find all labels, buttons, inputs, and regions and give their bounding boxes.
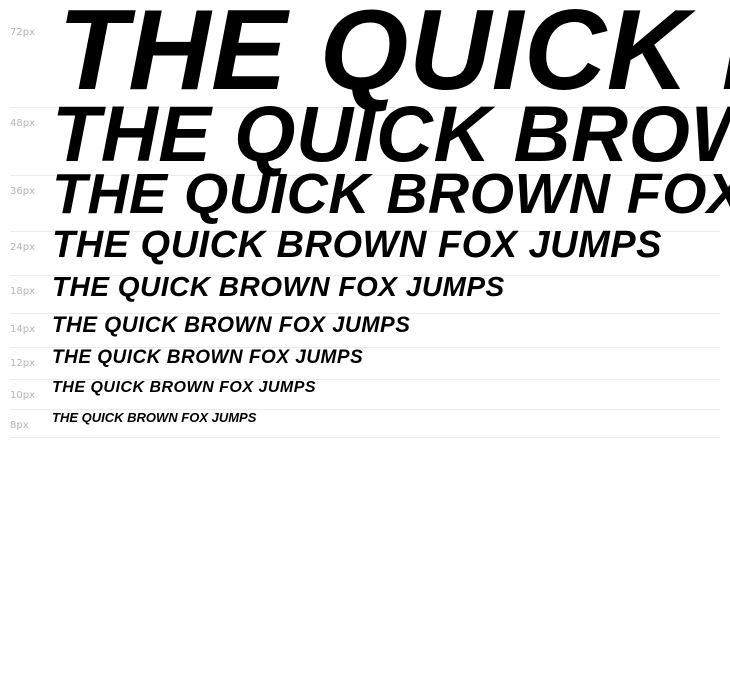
size-label: 48px — [10, 118, 35, 129]
size-label: 10px — [10, 390, 35, 401]
size-label: 18px — [10, 286, 35, 297]
sample-text: THE QUICK BROWN FOX JUMPS — [52, 271, 505, 302]
size-label: 14px — [10, 324, 35, 335]
specimen-row-48: 48px THE QUICK BROWN FOX JUMPS — [10, 94, 730, 176]
size-label: 72px — [10, 27, 35, 38]
sample-text: THE QUICK BROWN FOX JUMPS — [52, 410, 257, 425]
specimen-row-72: 72px THE QUICK BROWN FOX JUMPS — [10, 0, 730, 108]
specimen-row-12: 12px THE QUICK BROWN FOX JUMPS — [10, 347, 720, 380]
specimen-row-24: 24px THE QUICK BROWN FOX JUMPS — [10, 226, 720, 276]
specimen-row-14: 14px THE QUICK BROWN FOX JUMPS — [10, 313, 720, 348]
sample-text: THE QUICK BROWN FOX JUMPS — [52, 89, 730, 178]
specimen-row-8: 8px THE QUICK BROWN FOX JUMPS — [10, 409, 720, 438]
size-label: 36px — [10, 186, 35, 197]
sample-text: THE QUICK BROWN FOX JUMPS — [52, 162, 730, 226]
specimen-row-18: 18px THE QUICK BROWN FOX JUMPS — [10, 271, 720, 314]
size-label: 8px — [10, 420, 29, 431]
specimen-row-10: 10px THE QUICK BROWN FOX JUMPS — [10, 379, 720, 410]
sample-text: THE QUICK BROWN FOX JUMPS — [52, 312, 411, 337]
specimen-row-36: 36px THE QUICK BROWN FOX JUMPS — [10, 166, 730, 232]
sample-text: THE QUICK BROWN FOX JUMPS — [52, 379, 317, 396]
sample-text: THE QUICK BROWN FOX JUMPS — [52, 224, 662, 266]
sample-text: THE QUICK BROWN FOX JUMPS — [52, 347, 364, 368]
size-label: 12px — [10, 358, 35, 369]
size-label: 24px — [10, 242, 35, 253]
sample-text: THE QUICK BROWN FOX JUMPS — [58, 0, 730, 114]
